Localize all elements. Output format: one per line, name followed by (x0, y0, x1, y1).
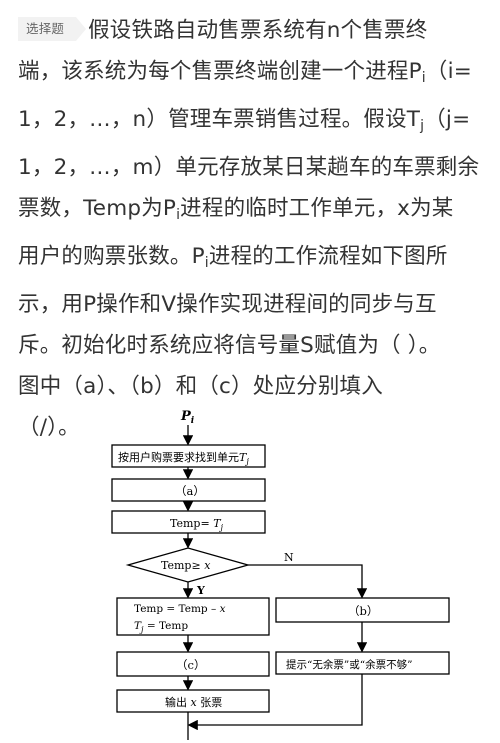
question-type-tag: 选择题 (18, 17, 87, 41)
question-line-10: （/）。 (18, 415, 80, 440)
box-c-text: （c） (176, 658, 205, 672)
question-line-3: 1，2，…，n）管理车票销售过程。假设Tj（j= (18, 107, 471, 134)
decision-text: Temp≥ x (161, 559, 211, 572)
box-update-line1: Temp = Temp – x (134, 603, 226, 615)
flow-arrow-no (248, 564, 368, 599)
label-yes: Y (196, 584, 205, 597)
box-output (116, 689, 270, 713)
question-line-6: 用户的购票张数。Pi进程的工作流程如下图所 (18, 244, 448, 271)
question-line-5: 票数，Temp为Pi进程的临时工作单元，x为某 (18, 196, 454, 223)
question-line-1: 假设铁路自动售票系统有n个售票终 (88, 18, 428, 43)
label-no: N (284, 551, 294, 564)
box-update (116, 597, 270, 636)
box-b-text: （b） (348, 604, 378, 618)
question-line-4: 1，2，…，m）单元存放某日某趟车的车票剩余 (18, 155, 480, 180)
box-temp-text: Temp= Tj (170, 517, 224, 532)
box-a-text: （a） (175, 484, 205, 498)
question-line-7: 示，用P操作和V操作实现进程间的同步与互 (18, 292, 437, 317)
box-find-text: 按用户购票要求找到单元Tj (118, 450, 249, 466)
start-label: Pi (180, 409, 195, 426)
question-line-2: 端，该系统为每个售票终端创建一个进程Pi（i= (18, 59, 472, 86)
box-c (116, 651, 270, 677)
question-text: 选择题假设铁路自动售票系统有n个售票终 端，该系统为每个售票终端创建一个进程Pi… (18, 10, 490, 448)
question-line-9: 图中（a）、（b）和（c）处应分别填入 (18, 374, 383, 399)
box-update-line2: Tj = Temp (134, 620, 188, 634)
box-prompt-text: 提示“无余票”或“余票不够” (286, 658, 412, 671)
box-output-text: 输出 x 张票 (165, 695, 222, 709)
flow-arrow-8 (187, 674, 363, 731)
question-line-8: 斥。初始化时系统应将信号量S赋值为（ ）。 (18, 333, 441, 358)
